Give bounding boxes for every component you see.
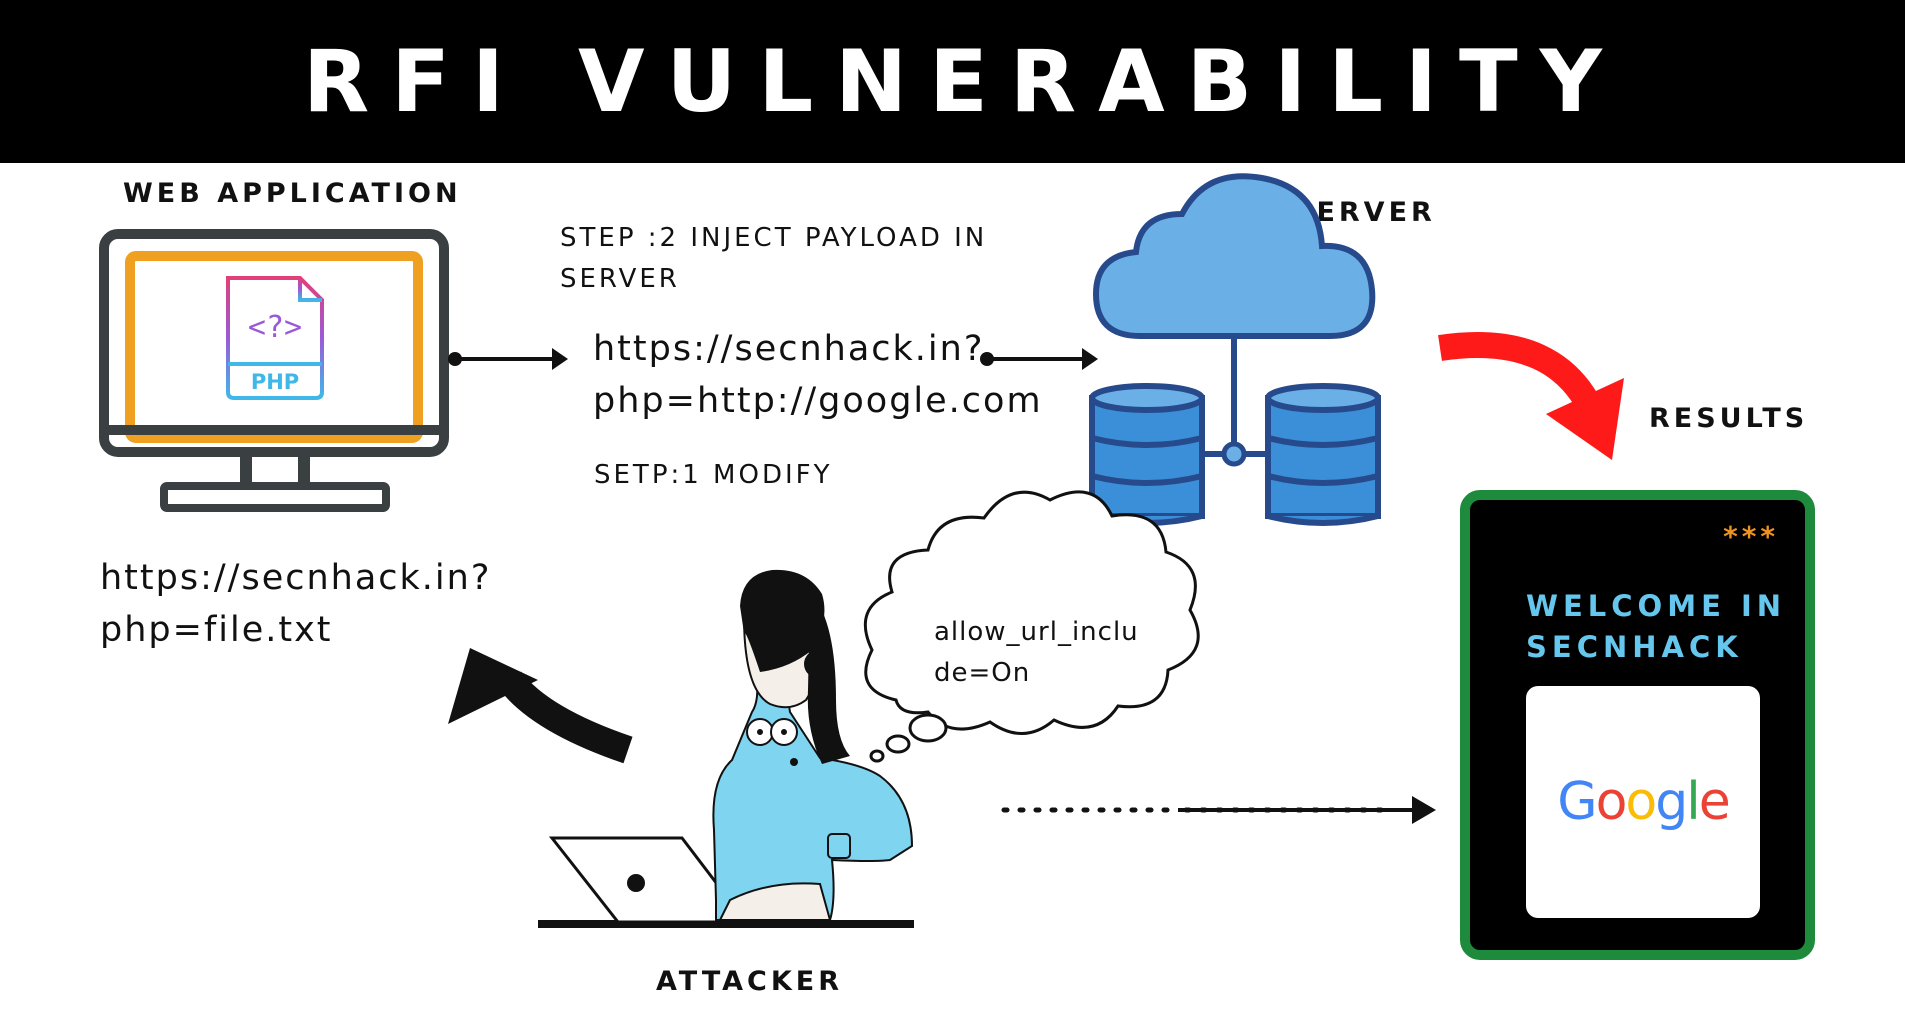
- database-right-icon: [1265, 383, 1381, 526]
- cloud-icon: [1092, 173, 1376, 339]
- welcome-line-2: SECNHACK: [1526, 630, 1743, 664]
- google-letter-2: o: [1595, 772, 1628, 832]
- original-url-line-1: https://secnhack.in?: [100, 558, 492, 598]
- php-file-icon: <?> PHP: [226, 276, 324, 400]
- google-letter-1: G: [1557, 772, 1597, 832]
- page-title: RFI VULNERABILITY: [303, 31, 1624, 132]
- label-attacker: ATTACKER: [656, 966, 844, 997]
- google-letter-4: g: [1655, 772, 1688, 832]
- php-code-glyph: <?>: [248, 310, 302, 345]
- google-letter-5: l: [1686, 772, 1701, 832]
- database-left-icon: [1089, 383, 1205, 526]
- thought-line-1: allow_url_inclu: [934, 617, 1139, 647]
- step-2-text: STEP :2 INJECT PAYLOAD IN SERVER: [560, 218, 987, 300]
- dotted-arrow-to-results: [1001, 796, 1436, 824]
- original-url-line-2: php=file.txt: [100, 610, 333, 650]
- malicious-url-line-1: https://secnhack.in?: [593, 329, 985, 369]
- php-badge-text: PHP: [251, 370, 299, 394]
- google-card: Google: [1526, 686, 1760, 918]
- label-results: RESULTS: [1649, 403, 1809, 434]
- server-connector: [1202, 336, 1268, 467]
- welcome-line-1: WELCOME IN: [1526, 589, 1787, 623]
- malicious-url: https://secnhack.in? php=http://google.c…: [593, 323, 1043, 427]
- google-logo: Google: [1557, 772, 1731, 832]
- step-2-line-2: SERVER: [560, 264, 680, 294]
- label-web-application: WEB APPLICATION: [123, 178, 462, 209]
- welcome-text: WELCOME IN SECNHACK: [1526, 586, 1816, 668]
- google-letter-3: o: [1625, 772, 1657, 832]
- step-2-line-1: STEP :2 INJECT PAYLOAD IN: [560, 223, 988, 253]
- stars-decoration: ***: [1723, 520, 1779, 553]
- results-screen: *** WELCOME IN SECNHACK Google: [1460, 490, 1815, 960]
- google-letter-6: e: [1698, 772, 1731, 832]
- thought-text: allow_url_inclu de=On: [934, 612, 1139, 694]
- title-banner: RFI VULNERABILITY: [0, 0, 1905, 163]
- attacker-illustration: [538, 569, 914, 928]
- monitor-icon: [99, 229, 449, 512]
- thought-line-2: de=On: [934, 658, 1031, 688]
- malicious-url-line-2: php=http://google.com: [593, 381, 1043, 421]
- return-arrow-icon: [448, 648, 633, 764]
- original-url: https://secnhack.in? php=file.txt: [100, 552, 491, 656]
- results-arrow-icon: [1438, 332, 1624, 460]
- arrow-to-server: [980, 348, 1098, 370]
- arrow-to-url: [448, 348, 568, 370]
- step-1-text: SETP:1 MODIFY: [594, 460, 833, 490]
- thought-bubble: [863, 490, 1200, 763]
